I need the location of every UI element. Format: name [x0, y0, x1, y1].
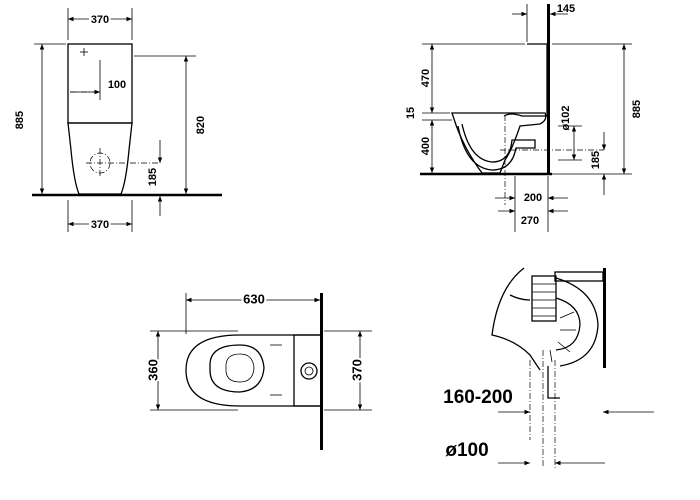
top-length: 630 [243, 291, 265, 306]
side-outlet-height: 185 [590, 151, 602, 169]
side-seat-height: 400 [420, 137, 432, 155]
top-view: 630 360 370 [143, 289, 372, 450]
front-tank-width: 370 [91, 14, 109, 26]
front-inlet-offset: 100 [108, 79, 126, 91]
detail-view: 160-200 ø100 [443, 267, 654, 468]
front-view: 370 370 885 820 100 185 [14, 8, 222, 233]
side-wall-gap: 145 [557, 3, 575, 15]
side-gap: 15 [405, 107, 417, 119]
front-outlet-height: 185 [147, 168, 159, 186]
detail-range-label: 160-200 [443, 387, 513, 408]
top-bowl-width: 360 [145, 359, 160, 381]
top-tank-width: 370 [349, 359, 364, 381]
side-outlet-diameter: ø102 [560, 105, 572, 130]
front-total-height: 885 [14, 111, 26, 129]
side-view: 145 470 15 400 ø102 185 885 200 270 [405, 3, 643, 232]
detail-pipe-diameter: ø100 [445, 440, 488, 461]
side-total-height: 885 [631, 100, 643, 118]
front-base-width: 370 [91, 219, 109, 231]
side-outlet-distance: 200 [524, 192, 542, 204]
side-total-distance: 270 [521, 215, 539, 227]
side-tank-height: 470 [420, 69, 432, 87]
front-tank-height: 820 [195, 116, 207, 134]
